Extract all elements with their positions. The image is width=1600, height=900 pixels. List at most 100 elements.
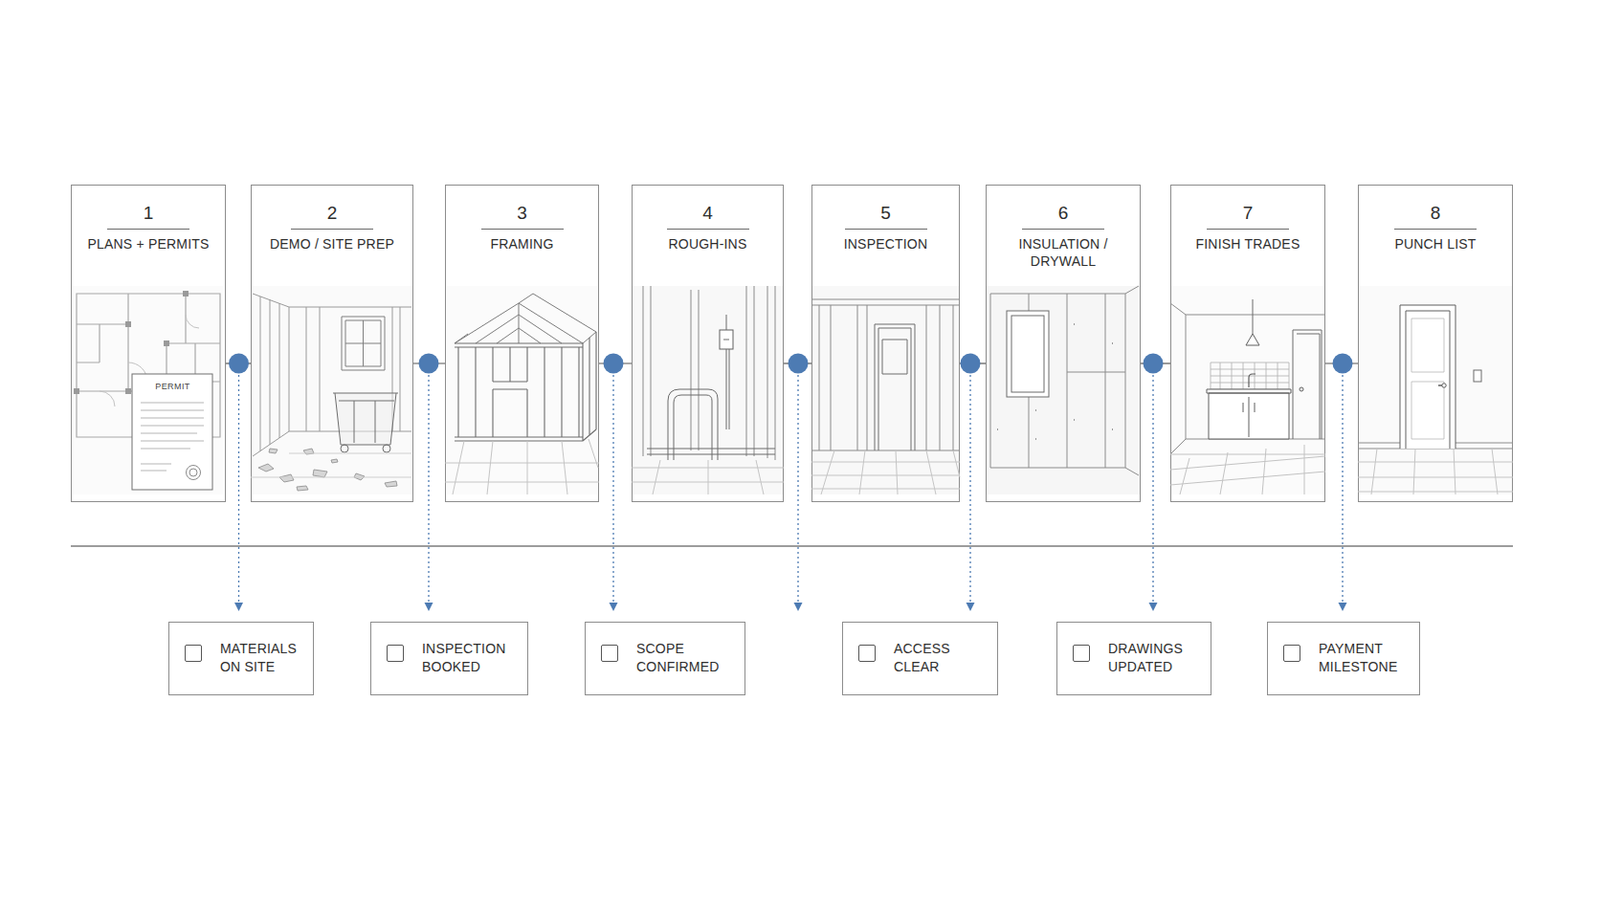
- stage-panel: 3FRAMING: [444, 184, 600, 503]
- drywall-illustration: [986, 286, 1140, 495]
- window-frame: [1006, 311, 1049, 398]
- drywall-sheets: [990, 286, 1139, 476]
- milestone-dot: [960, 354, 981, 375]
- timeline-connector: [599, 362, 632, 364]
- wall-studs: [643, 286, 776, 461]
- timeline-connector: [783, 362, 812, 364]
- debris: [258, 448, 398, 491]
- electrical-wire: [723, 314, 730, 430]
- stage-panel: 6INSULATION / DRYWALL: [985, 184, 1141, 503]
- leader-arrowhead: [966, 602, 976, 612]
- stage-number: 7: [1206, 202, 1289, 230]
- dotted-leaders: [239, 375, 1344, 604]
- checkbox-square: [1283, 644, 1301, 663]
- checklist-box: SCOPE CONFIRMED: [584, 622, 746, 696]
- stage-title: DEMO / SITE PREP: [260, 235, 404, 253]
- illustration-background: [1171, 286, 1325, 495]
- punchlist-illustration: [1357, 286, 1513, 495]
- checklist-box: MATERIALS ON SITE: [168, 622, 314, 696]
- roof-trusses: [454, 293, 597, 344]
- wall-studs: [811, 299, 960, 451]
- dumpster-wheel: [340, 444, 349, 453]
- dumpster: [333, 393, 399, 445]
- milestone-dot: [1143, 354, 1164, 375]
- floor-lines: [444, 439, 600, 495]
- stage-number: 5: [844, 202, 928, 230]
- stage-title: FRAMING: [454, 235, 590, 253]
- dotted-leader: [1341, 375, 1343, 604]
- stage-panel: 7FINISH TRADES: [1170, 184, 1326, 503]
- dumpster-wheel: [382, 444, 391, 453]
- milestone-dot: [603, 354, 624, 375]
- baseline: [70, 545, 1513, 547]
- permit-seal-inner: [189, 468, 198, 477]
- faucet: [1248, 374, 1256, 388]
- baseboard: [1357, 443, 1513, 449]
- finish-illustration: [1170, 286, 1326, 495]
- leader-arrowhead: [1149, 602, 1158, 612]
- floor-grid: [811, 450, 960, 495]
- stage-number: 8: [1394, 202, 1477, 230]
- illustration-background: [445, 286, 599, 495]
- light-switch: [1473, 370, 1482, 382]
- dotted-leader: [238, 375, 240, 604]
- stage-number: 4: [666, 202, 750, 230]
- checklist-item: ACCESS CLEAR: [893, 640, 951, 677]
- checklist-box: DRAWINGS UPDATED: [1056, 622, 1212, 696]
- backsplash-tiles: [1210, 362, 1289, 390]
- milestone-dot: [788, 354, 809, 375]
- timeline-connector: [959, 362, 986, 364]
- electrical-box: [719, 330, 734, 350]
- leader-arrowhead: [794, 602, 803, 612]
- room-frame: [252, 293, 412, 457]
- window-glass: [1011, 315, 1045, 393]
- door-swings: [99, 314, 200, 407]
- floor-planks: [1170, 444, 1326, 495]
- wall-studs: [454, 332, 597, 442]
- stage-panel: 5INSPECTION: [811, 184, 960, 503]
- pendant-light: [1245, 333, 1260, 346]
- door-knob: [1442, 383, 1446, 388]
- milestone-dot: [1333, 354, 1354, 375]
- room-walls: [1170, 303, 1326, 455]
- inspection-illustration: [811, 286, 960, 495]
- stage-number: 2: [290, 202, 374, 230]
- floor-plan: [76, 293, 221, 438]
- checkbox-square: [600, 644, 619, 663]
- illustration-background: [632, 286, 783, 495]
- stage-title: FINISH TRADES: [1179, 235, 1316, 253]
- checklist-box: PAYMENT MILESTONE: [1266, 622, 1421, 696]
- door-panels: [1411, 318, 1445, 440]
- document-lines: [140, 402, 204, 471]
- timeline-connector: [1325, 362, 1358, 364]
- checkbox-square: [184, 644, 202, 663]
- stage-number: 3: [481, 202, 564, 230]
- door-opening: [874, 324, 915, 451]
- checkbox-square: [858, 644, 876, 663]
- leader-arrowhead: [424, 602, 434, 612]
- plan-columns: [73, 290, 189, 395]
- stage-title: PUNCH LIST: [1367, 235, 1504, 253]
- door-knob: [1299, 387, 1304, 392]
- stage-panel: 1PLANS + PERMITS: [70, 184, 226, 503]
- base-cabinet: [1206, 389, 1291, 440]
- checklist-item: INSPECTION BOOKED: [422, 640, 507, 677]
- permit-document: [132, 374, 213, 490]
- checklist-box: INSPECTION BOOKED: [370, 622, 529, 696]
- stage-number: 6: [1022, 202, 1105, 230]
- door-frame: [1400, 305, 1456, 449]
- timeline-connector: [225, 362, 251, 364]
- checklist-item: DRAWINGS UPDATED: [1108, 640, 1183, 677]
- stage-panel: 2DEMO / SITE PREP: [250, 184, 414, 503]
- checkbox-square: [1072, 644, 1090, 663]
- timeline-connector: [1140, 362, 1171, 364]
- leader-arrowhead: [1338, 602, 1348, 612]
- plumbing-pipes: [646, 389, 776, 461]
- floor-planks: [1357, 448, 1513, 495]
- dotted-leader: [969, 375, 971, 604]
- demo-illustration: [250, 286, 413, 495]
- leader-arrowhead: [609, 602, 619, 612]
